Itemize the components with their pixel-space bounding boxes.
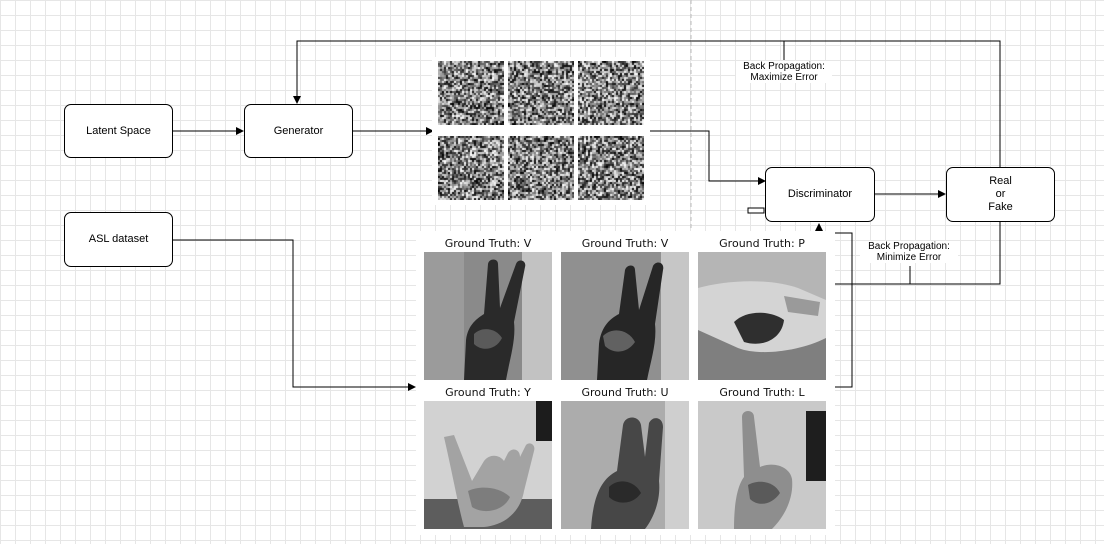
noise-sample-image: [508, 136, 574, 200]
generator-node[interactable]: Generator: [244, 104, 353, 158]
latent-space-node[interactable]: Latent Space: [64, 104, 173, 158]
noise-sample-image: [438, 61, 504, 125]
edge-real-samples-to-discriminator: [815, 223, 853, 388]
sample-caption: Ground Truth: U: [581, 386, 669, 399]
hand-sign-v-image: [424, 252, 552, 380]
discriminator-label: Discriminator: [787, 188, 853, 200]
hand-sign-y-image: [424, 401, 552, 529]
real-samples-panel: Ground Truth: V Ground Truth: V Ground T…: [416, 231, 835, 535]
asl-dataset-node[interactable]: ASL dataset: [64, 212, 173, 267]
sample-caption: Ground Truth: L: [719, 386, 805, 399]
generated-samples-panel: [432, 57, 650, 205]
hand-sign-u-image: [561, 401, 689, 529]
edge-fakes-to-discriminator: [650, 130, 766, 185]
noise-sample-image: [578, 136, 644, 200]
sample-caption: Ground Truth: V: [444, 237, 532, 250]
hand-sign-p-image: [698, 252, 826, 380]
discriminator-input-stub: [747, 207, 765, 214]
sample-caption: Ground Truth: P: [719, 237, 805, 250]
real-or-fake-node[interactable]: Real or Fake: [946, 167, 1055, 222]
sample-caption: Ground Truth: V: [581, 237, 669, 250]
sample-caption: Ground Truth: Y: [445, 386, 531, 399]
backprop-maximize-label: Back Propagation: Maximize Error: [736, 61, 832, 83]
latent-space-label: Latent Space: [86, 124, 151, 137]
generator-label: Generator: [273, 124, 324, 137]
discriminator-node[interactable]: Discriminator: [765, 167, 875, 222]
noise-sample-image: [508, 61, 574, 125]
noise-sample-image: [438, 136, 504, 200]
edge-backprop-maximize: [293, 40, 1001, 167]
real-or-fake-label: Real or Fake: [988, 175, 1013, 213]
edge-backprop-minimize: [835, 221, 1001, 285]
backprop-minimize-label: Back Propagation: Minimize Error: [860, 241, 958, 263]
hand-sign-v-image: [561, 252, 689, 380]
noise-sample-image: [578, 61, 644, 125]
asl-dataset-label: ASL dataset: [88, 233, 149, 245]
edge-asl-to-real-samples: [172, 239, 416, 391]
hand-sign-l-image: [698, 401, 826, 529]
